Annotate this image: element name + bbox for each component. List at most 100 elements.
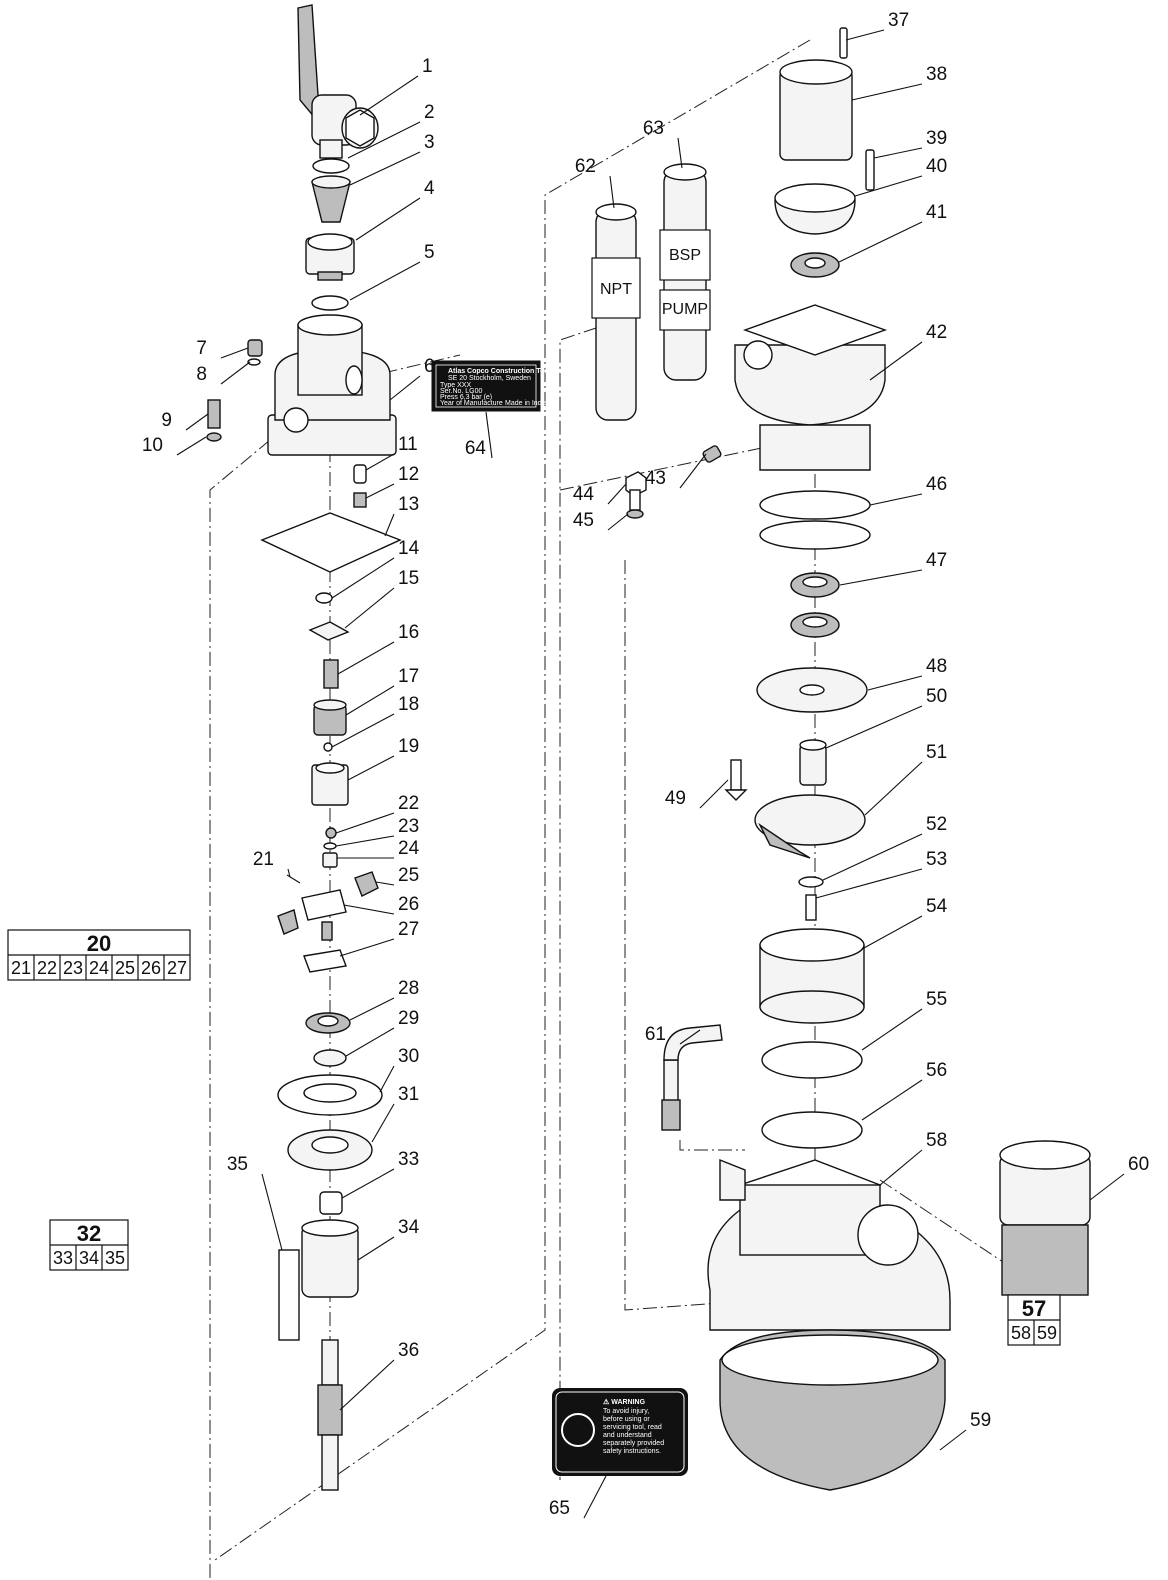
sleeve-part bbox=[319, 1191, 343, 1215]
callout-leader-64 bbox=[485, 411, 493, 459]
callout-number-45: 45 bbox=[573, 510, 594, 531]
callout-number-29: 29 bbox=[398, 1008, 419, 1029]
kit-item-59: 59 bbox=[1037, 1323, 1057, 1343]
callout-number-17: 17 bbox=[398, 666, 419, 687]
impeller-screw-part bbox=[805, 894, 817, 921]
hose-label-npt: NPT bbox=[600, 281, 632, 298]
callout-number-18: 18 bbox=[398, 694, 419, 715]
callout-number-59: 59 bbox=[970, 1410, 991, 1431]
callout-leader-1 bbox=[359, 75, 419, 116]
callout-number-19: 19 bbox=[398, 736, 419, 757]
kit-item-58: 58 bbox=[1011, 1323, 1031, 1343]
callout-number-63: 63 bbox=[643, 118, 664, 139]
callout-leader-19 bbox=[347, 755, 395, 781]
hose-connector-npt: NPT bbox=[591, 203, 641, 421]
left-stack-parts: Atlas Copco Construction Tools AB SE 20 … bbox=[206, 4, 566, 1491]
right-stack-parts: ⚠ WARNING To avoid injury, before using … bbox=[552, 27, 1091, 1491]
rating-plate-line-5: Press 6,3 bar (e) bbox=[440, 394, 492, 401]
callout-number-48: 48 bbox=[926, 656, 947, 677]
o-ring-part bbox=[312, 158, 350, 174]
rating-plate-line-3: Type XXX bbox=[440, 382, 471, 389]
callout-leader-65 bbox=[583, 1475, 607, 1519]
callout-leader-55 bbox=[861, 1008, 923, 1051]
kit-item-24: 24 bbox=[89, 958, 109, 978]
seal-upper-part bbox=[790, 572, 840, 598]
callout-number-35: 35 bbox=[227, 1154, 248, 1175]
callout-leader-6 bbox=[389, 375, 421, 401]
callout-number-22: 22 bbox=[398, 793, 419, 814]
callout-leader-11 bbox=[365, 453, 395, 471]
callout-number-33: 33 bbox=[398, 1149, 419, 1170]
callout-leader-3 bbox=[349, 151, 421, 186]
rotor-part bbox=[301, 1219, 359, 1298]
callout-leader-43 bbox=[679, 453, 707, 489]
callout-number-38: 38 bbox=[926, 64, 947, 85]
callout-number-47: 47 bbox=[926, 550, 947, 571]
callout-number-52: 52 bbox=[926, 814, 947, 835]
callout-number-24: 24 bbox=[398, 838, 420, 859]
wear-plate-upper-part bbox=[761, 1041, 863, 1079]
governor-weight-part bbox=[354, 871, 379, 897]
callout-number-13: 13 bbox=[398, 494, 419, 515]
callout-leader-23 bbox=[335, 835, 395, 847]
callout-leader-56 bbox=[861, 1079, 923, 1121]
kit-item-22: 22 bbox=[37, 958, 57, 978]
callout-leader-26 bbox=[343, 904, 395, 915]
callout-leader-60 bbox=[1089, 1173, 1125, 1201]
spring-part bbox=[353, 492, 367, 508]
callout-leader-17 bbox=[345, 685, 395, 716]
callout-number-36: 36 bbox=[398, 1340, 419, 1361]
end-plate-part bbox=[287, 1129, 373, 1171]
pump-plate-part bbox=[756, 667, 868, 713]
impeller-washer-part bbox=[798, 876, 824, 888]
governor-weight-left-part bbox=[277, 909, 299, 935]
callout-number-1: 1 bbox=[422, 56, 433, 77]
callout-leader-8 bbox=[220, 361, 251, 385]
kit-item-23: 23 bbox=[63, 958, 83, 978]
kit-item-25: 25 bbox=[115, 958, 135, 978]
callout-leader-54 bbox=[863, 915, 923, 949]
callout-leader-33 bbox=[341, 1168, 395, 1199]
callout-number-27: 27 bbox=[398, 919, 419, 940]
kit-title-57: 57 bbox=[1022, 1296, 1046, 1321]
bolt-washer-part bbox=[626, 509, 644, 519]
callout-number-62: 62 bbox=[575, 156, 596, 177]
callout-number-9: 9 bbox=[161, 410, 172, 431]
callout-leader-47 bbox=[839, 569, 923, 586]
front-plate-part bbox=[774, 183, 856, 235]
o-ring-lower-part bbox=[759, 520, 871, 550]
callout-leader-18 bbox=[331, 713, 395, 748]
warning-label-part: ⚠ WARNING To avoid injury, before using … bbox=[552, 1388, 688, 1476]
callout-leader-22 bbox=[335, 812, 395, 834]
nut-part bbox=[305, 233, 355, 281]
callout-number-3: 3 bbox=[424, 132, 435, 153]
callout-leader-50 bbox=[825, 705, 923, 749]
retaining-ring-part bbox=[315, 592, 333, 604]
hose-connector-bsp: BSP PUMP bbox=[659, 163, 711, 381]
cylinder-part bbox=[779, 59, 853, 161]
valve-spring-part bbox=[323, 659, 339, 689]
callout-leader-46 bbox=[869, 493, 923, 506]
governor-frame-part bbox=[301, 889, 347, 921]
spring-washer-part bbox=[206, 432, 222, 442]
warning-line-6: safety instructions. bbox=[603, 1448, 661, 1455]
callout-number-16: 16 bbox=[398, 622, 419, 643]
cap-screw-part bbox=[207, 399, 221, 429]
front-bearing-part bbox=[790, 252, 840, 278]
warning-line-4: and understand bbox=[603, 1432, 652, 1439]
callout-number-50: 50 bbox=[926, 686, 947, 707]
callout-number-30: 30 bbox=[398, 1046, 419, 1067]
guide-pin-part bbox=[865, 149, 875, 191]
callout-leader-39 bbox=[873, 147, 923, 159]
warning-line-2: before using or bbox=[603, 1416, 650, 1423]
pin-part bbox=[353, 464, 367, 484]
kit-item-26: 26 bbox=[141, 958, 161, 978]
callout-leader-34 bbox=[357, 1236, 395, 1261]
warning-line-1: To avoid injury, bbox=[603, 1408, 649, 1415]
callout-leader-36 bbox=[339, 1359, 395, 1411]
callout-leader-14 bbox=[331, 557, 395, 599]
callout-leader-45 bbox=[607, 513, 629, 531]
